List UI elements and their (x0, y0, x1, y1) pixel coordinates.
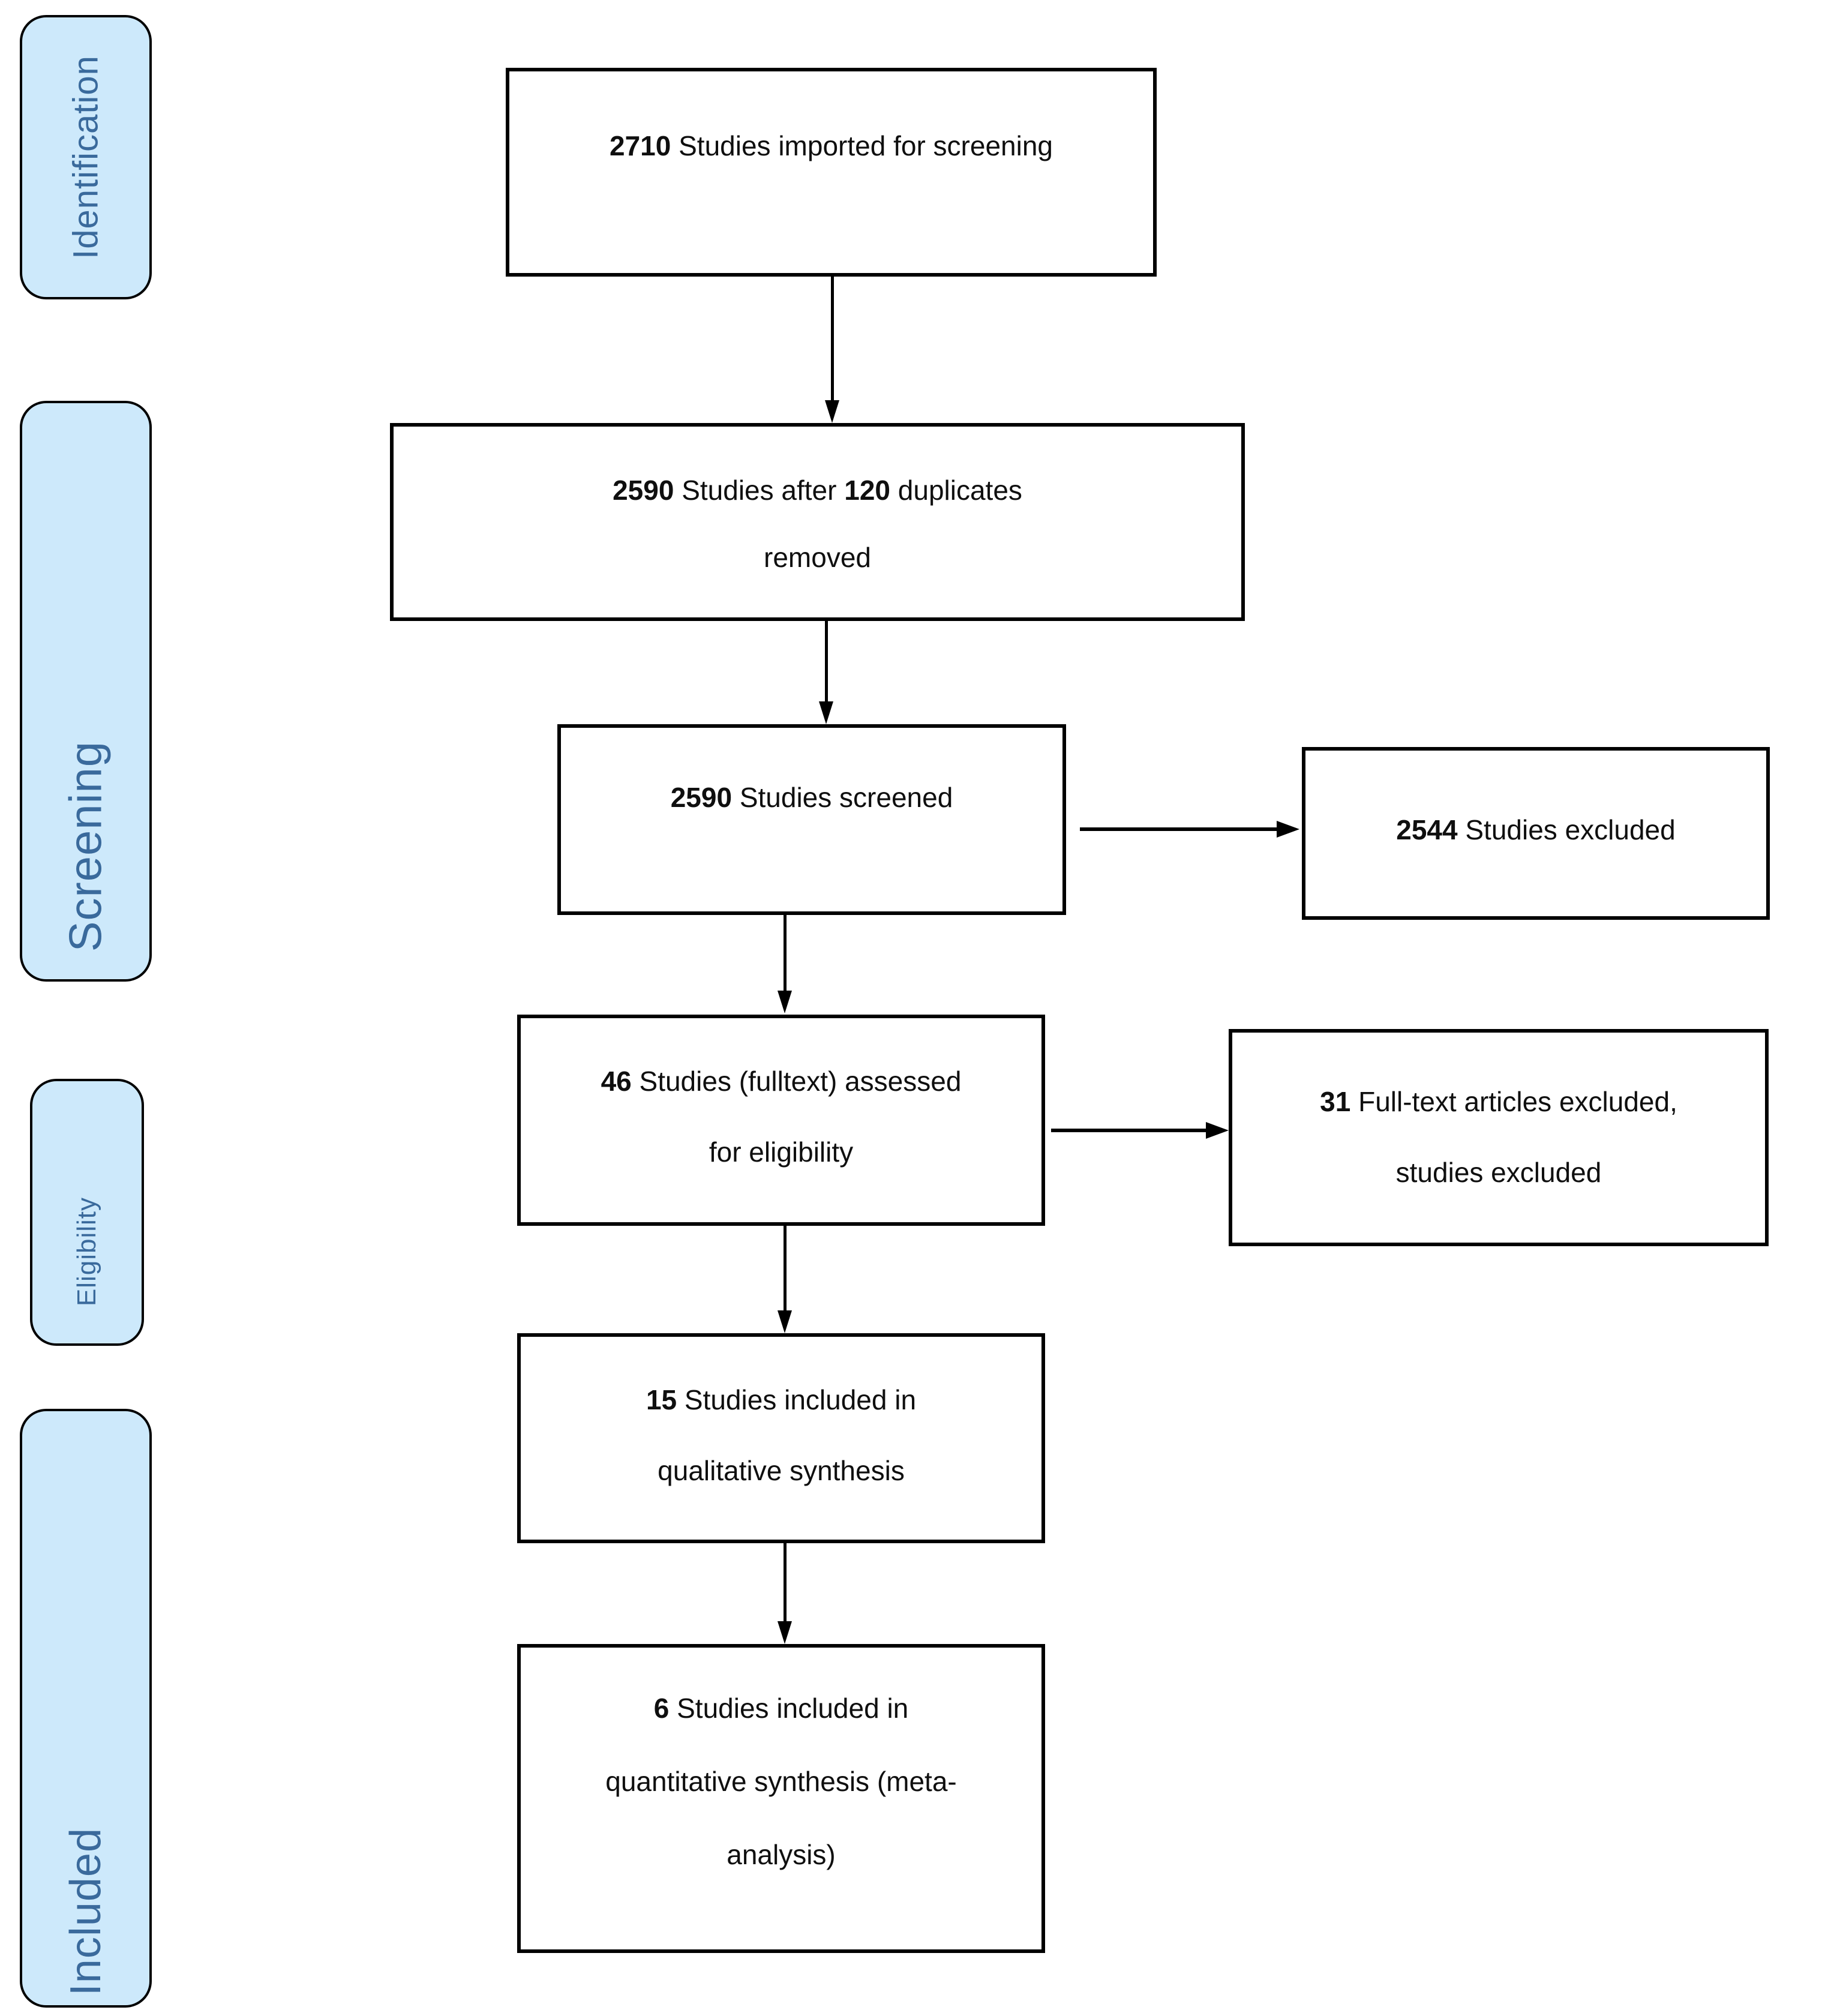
box-studies-excluded: 2544 Studies excluded (1302, 747, 1770, 920)
fulltext-excluded-label: Full-text articles excluded, (1350, 1086, 1677, 1117)
arrow-imported-to-deduped-shaft (831, 277, 834, 403)
stage-eligibility: Eligibility (30, 1079, 144, 1346)
stage-included: Included (20, 1409, 152, 2008)
box-fulltext-excluded-line1: 31 Full-text articles excluded, (1232, 1066, 1765, 1137)
deduped-label-a: Studies after (674, 475, 845, 506)
fulltext-excluded-count: 31 (1320, 1086, 1351, 1117)
deduped-label-b: duplicates (890, 475, 1022, 506)
arrow-fulltext-to-excluded-shaft (1051, 1129, 1207, 1132)
fulltext-label: Studies (fulltext) assessed (631, 1066, 962, 1097)
duplicates-count: 120 (844, 475, 890, 506)
screen-excluded-label: Studies excluded (1457, 814, 1676, 845)
imported-label: Studies imported for screening (671, 130, 1053, 161)
box-studies-screened: 2590 Studies screened (557, 724, 1066, 915)
arrow-screened-to-fulltext-shaft (784, 914, 787, 993)
stage-screening: Screening (20, 401, 152, 982)
stage-identification: Identification (20, 15, 152, 299)
qualitative-count: 15 (646, 1384, 677, 1415)
box-duplicates-removed-line1: 2590 Studies after 120 duplicates (394, 457, 1241, 524)
box-duplicates-removed-line2: removed (764, 542, 871, 573)
box-quantitative-line1: 6 Studies included in (521, 1672, 1041, 1745)
box-fulltext-assessed-line1: 46 Studies (fulltext) assessed (521, 1046, 1041, 1117)
box-studies-imported-text: 2710 Studies imported for screening (509, 112, 1153, 179)
stage-included-label: Included (62, 1827, 110, 1996)
imported-count: 2710 (610, 130, 671, 161)
arrow-down-icon (778, 1310, 792, 1333)
stage-screening-label: Screening (60, 740, 112, 952)
box-studies-excluded-text: 2544 Studies excluded (1305, 796, 1766, 863)
arrow-right-icon (1206, 1122, 1229, 1139)
stage-eligibility-label: Eligibility (72, 1196, 101, 1306)
screen-excluded-count: 2544 (1396, 814, 1458, 845)
box-studies-imported: 2710 Studies imported for screening (506, 68, 1157, 277)
box-qualitative-line1: 15 Studies included in (521, 1364, 1041, 1435)
stage-identification-label: Identification (66, 55, 106, 259)
qualitative-label: Studies included in (677, 1384, 917, 1415)
quantitative-count: 6 (653, 1693, 670, 1724)
box-fulltext-excluded: 31 Full-text articles excluded, studies … (1229, 1029, 1769, 1246)
box-quantitative-synthesis: 6 Studies included in quantitative synth… (517, 1644, 1045, 1953)
screened-label: Studies screened (732, 782, 953, 813)
arrow-qualitative-to-quantitative-shaft (784, 1542, 787, 1624)
box-quantitative-line3: analysis) (727, 1839, 836, 1870)
box-fulltext-assessed-line2: for eligibility (709, 1136, 854, 1168)
box-fulltext-excluded-line2: studies excluded (1395, 1157, 1602, 1188)
arrow-fulltext-to-qualitative-shaft (784, 1225, 787, 1313)
box-studies-screened-text: 2590 Studies screened (561, 764, 1062, 831)
box-qualitative-synthesis: 15 Studies included in qualitative synth… (517, 1333, 1045, 1543)
arrow-down-icon (778, 1621, 792, 1644)
deduped-count: 2590 (613, 475, 674, 506)
quantitative-label: Studies included in (669, 1693, 909, 1724)
arrow-deduped-to-screened-shaft (825, 620, 828, 704)
box-fulltext-assessed: 46 Studies (fulltext) assessed for eligi… (517, 1015, 1045, 1226)
screened-count: 2590 (670, 782, 733, 813)
box-quantitative-line2: quantitative synthesis (meta- (605, 1766, 957, 1797)
arrow-right-icon (1277, 821, 1299, 838)
arrow-screened-to-excluded-shaft (1080, 827, 1278, 831)
fulltext-count: 46 (601, 1066, 632, 1097)
arrow-down-icon (825, 400, 839, 423)
box-qualitative-line2: qualitative synthesis (658, 1455, 905, 1486)
arrow-down-icon (778, 991, 792, 1013)
box-duplicates-removed: 2590 Studies after 120 duplicates remove… (390, 423, 1245, 621)
arrow-down-icon (819, 701, 833, 724)
